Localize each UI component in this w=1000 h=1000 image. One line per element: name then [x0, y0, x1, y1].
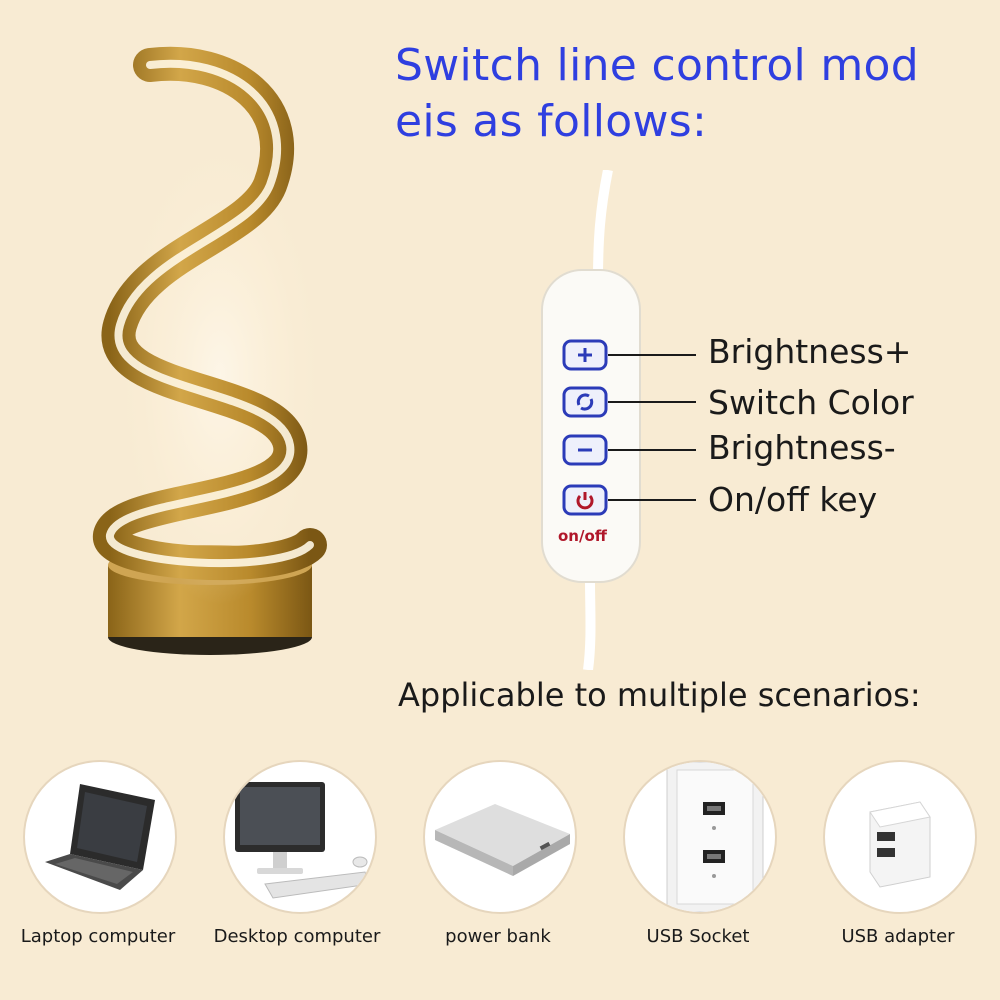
scenario-usb-socket [623, 760, 777, 914]
desktop-icon [235, 782, 371, 899]
caption-desktop: Desktop computer [213, 926, 381, 947]
laptop-icon [45, 784, 155, 890]
usb-adapter-icon [869, 801, 931, 888]
power-bank-icon [435, 804, 570, 876]
button-power[interactable] [562, 484, 608, 516]
label-switch-color: Switch Color [708, 383, 914, 422]
plus-icon [562, 339, 608, 371]
button-switch-color[interactable] [562, 386, 608, 418]
scenario-laptop [23, 760, 177, 914]
leader-lines [608, 354, 696, 501]
scenario-usb-adapter [823, 760, 977, 914]
spiral-lamp-illustration [93, 46, 327, 655]
caption-usb-adapter: USB adapter [841, 926, 955, 947]
label-on-off-key: On/off key [708, 480, 878, 519]
scenario-desktop [223, 760, 377, 914]
label-brightness-minus: Brightness- [708, 428, 896, 467]
scenarios-heading: Applicable to multiple scenarios: [398, 676, 921, 714]
scenario-power-bank [423, 760, 577, 914]
button-brightness-plus[interactable] [562, 339, 608, 371]
heading-line-1: Switch line control mod [395, 40, 919, 91]
power-text: on/off [558, 527, 607, 545]
label-brightness-plus: Brightness+ [708, 332, 912, 371]
heading-line-2: eis as follows: [395, 96, 708, 147]
heading: Switch line control mod eis as follows: [395, 38, 985, 150]
caption-usb-socket: USB Socket [646, 926, 750, 947]
minus-icon [562, 434, 608, 466]
usb-socket-icon [666, 762, 764, 912]
caption-laptop: Laptop computer [20, 926, 176, 947]
power-icon [562, 484, 608, 516]
cycle-icon [562, 386, 608, 418]
button-brightness-minus[interactable] [562, 434, 608, 466]
caption-power-bank: power bank [445, 926, 551, 947]
